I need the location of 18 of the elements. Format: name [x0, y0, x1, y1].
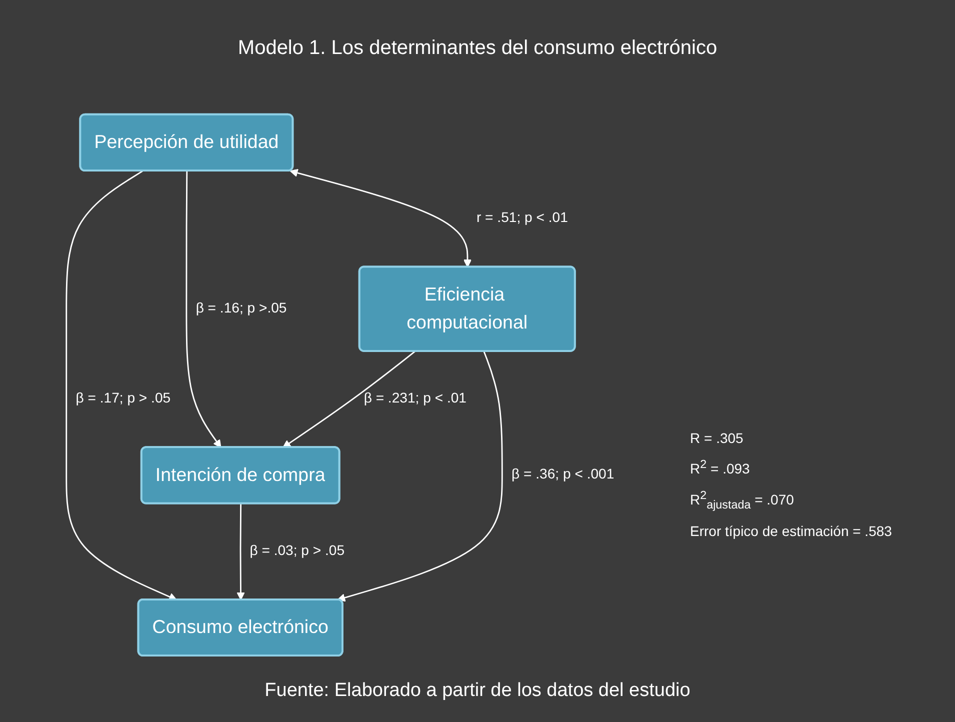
arrow — [185, 171, 221, 448]
edge-label: r = .51; p < .01 — [476, 210, 568, 226]
edge-label: β = .16; p >.05 — [196, 300, 286, 316]
statistic-note: R$^{2}$$_{ajustada}$ = .070 — [690, 488, 795, 512]
diagram-title: Modelo 1. Los determinantes del consumo electrónico — [236, 36, 718, 61]
source-caption: Fuente: Elaborado a partir de los datos del estudio — [264, 680, 692, 702]
statistic-note: R = .305 — [690, 430, 744, 446]
arrow — [236, 504, 245, 600]
edge-label: β = .17; p > .05 — [75, 390, 170, 406]
arrow — [65, 170, 177, 601]
edge-label: β = .231; p < .01 — [364, 390, 466, 406]
statistic-note: Error típico de estimación = .583 — [690, 523, 893, 540]
statistic-note: R$^{2}$ = .093 — [690, 458, 751, 477]
edge-label: β = .03; p > .05 — [249, 542, 344, 559]
arrow — [336, 351, 503, 602]
arrow — [290, 168, 472, 268]
edge-label: β = .36; p < .001 — [511, 466, 614, 482]
arrow — [282, 350, 416, 448]
